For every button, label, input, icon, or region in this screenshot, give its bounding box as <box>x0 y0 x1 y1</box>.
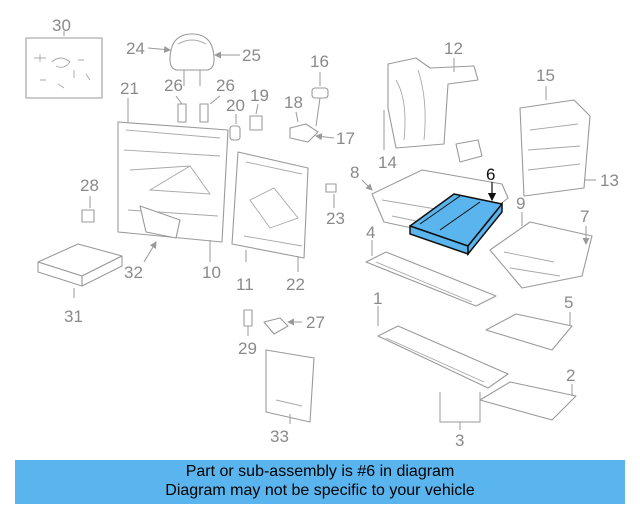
callout-11: 11 <box>236 275 254 294</box>
part-1-pan <box>377 325 509 389</box>
callout-18: 18 <box>284 93 303 112</box>
callout-24: 24 <box>126 39 145 58</box>
callout-29: 29 <box>238 339 257 358</box>
callout-9: 9 <box>516 194 525 213</box>
part-30-hardware-kit <box>25 37 103 99</box>
callout-21: 21 <box>120 79 139 98</box>
callout-22: 22 <box>286 275 305 294</box>
banner-line-2: Diagram may not be specific to your vehi… <box>165 482 475 499</box>
callout-7: 7 <box>580 207 589 226</box>
callout-15: 15 <box>536 66 555 85</box>
callout-4: 4 <box>366 223 375 242</box>
callout-10: 10 <box>202 263 221 282</box>
callout-26a: 26 <box>164 76 183 95</box>
part-21-seatback-frame <box>117 121 229 243</box>
callout-5: 5 <box>564 293 573 312</box>
callout-20: 20 <box>226 96 245 115</box>
part-headrest <box>169 33 215 86</box>
callout-32: 32 <box>124 263 143 282</box>
callout-17: 17 <box>336 129 355 148</box>
part-6-highlighted <box>409 193 503 257</box>
callout-13: 13 <box>600 171 619 190</box>
callout-16: 16 <box>310 52 329 71</box>
part-5-pan <box>485 313 573 351</box>
part-4-pan <box>365 251 497 307</box>
callout-8: 8 <box>350 163 359 182</box>
callout-30: 30 <box>52 16 71 35</box>
part-31-pad <box>37 243 123 298</box>
callout-12: 12 <box>444 39 463 58</box>
part-15-seatback <box>519 99 591 197</box>
part-27-29-brackets <box>243 309 289 335</box>
callout-6: 6 <box>486 165 495 184</box>
part-12-seatback <box>383 57 483 163</box>
part-26-headrest-guides <box>175 95 221 123</box>
part-28-clip <box>81 196 95 223</box>
part-33-trim-panel <box>265 349 315 423</box>
callout-27: 27 <box>306 313 325 332</box>
part-2-pan <box>479 381 577 421</box>
callout-33: 33 <box>270 427 289 446</box>
callout-26b: 26 <box>216 76 235 95</box>
callout-2: 2 <box>566 366 575 385</box>
info-banner: Part or sub-assembly is #6 in diagram Di… <box>15 460 625 504</box>
part-small-hardware <box>229 87 337 193</box>
banner-line-1: Part or sub-assembly is #6 in diagram <box>185 463 455 480</box>
callout-25: 25 <box>242 46 261 65</box>
callout-31: 31 <box>64 307 83 326</box>
callout-1: 1 <box>373 289 382 308</box>
callout-3: 3 <box>455 431 464 450</box>
callout-14: 14 <box>378 153 397 172</box>
callout-28: 28 <box>80 176 99 195</box>
callout-labels: 30 24 25 12 16 15 26 26 21 20 19 18 17 1… <box>52 16 619 450</box>
part-22-seatback-frame <box>231 151 309 259</box>
callout-19: 19 <box>250 86 269 105</box>
callout-23: 23 <box>326 209 345 228</box>
part-9-7-cushion <box>489 221 593 289</box>
